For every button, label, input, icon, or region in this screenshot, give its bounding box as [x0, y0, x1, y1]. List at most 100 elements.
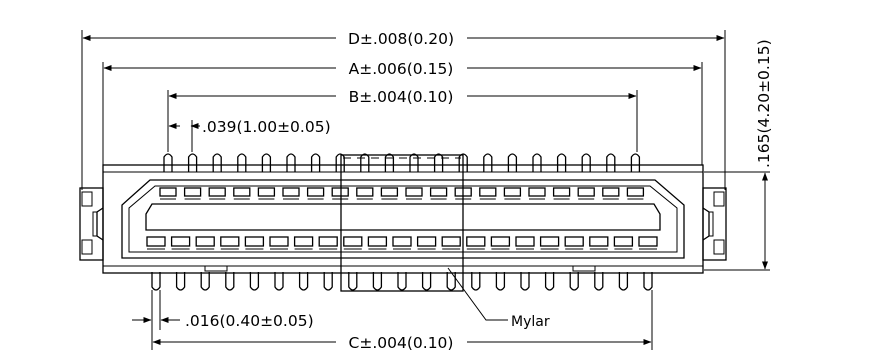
bottom-contact — [195, 236, 215, 250]
bottom-contact — [146, 236, 166, 250]
bottom-contact — [638, 236, 658, 250]
right-latch — [702, 187, 727, 261]
bottom-contact — [466, 236, 486, 250]
bottom-contact — [416, 236, 437, 250]
bottom-contact — [392, 236, 412, 250]
lower-pins — [151, 272, 653, 291]
bottom-tab-right — [572, 265, 596, 272]
lower-pin — [569, 272, 579, 291]
top-contact — [183, 187, 202, 200]
upper-pin — [556, 153, 567, 172]
lower-pin — [298, 272, 309, 291]
lower-pin — [249, 272, 260, 291]
connector-housing — [102, 164, 704, 274]
top-contact — [503, 187, 522, 200]
top-contact — [380, 187, 399, 200]
lower-pin — [397, 272, 407, 291]
top-contact — [528, 187, 546, 200]
upper-pin — [360, 153, 370, 172]
bottom-contact — [589, 236, 609, 250]
top-contact — [626, 187, 645, 200]
upper-pin — [433, 153, 444, 172]
lower-pin — [643, 272, 653, 291]
label-a: A±.006(0.15) — [349, 60, 454, 78]
mylar-film — [340, 154, 464, 292]
upper-pin — [261, 153, 272, 172]
top-contact — [552, 187, 571, 200]
label-pin-width: .016(0.40±0.05) — [185, 312, 314, 330]
upper-pin — [237, 153, 247, 172]
upper-pin — [384, 153, 395, 172]
lower-pin — [544, 272, 555, 291]
top-contact — [331, 187, 349, 200]
lower-pin — [421, 272, 432, 291]
label-mylar: Mylar — [511, 314, 550, 330]
mylar-leader-line — [447, 267, 508, 321]
bottom-contact-row — [146, 236, 658, 250]
bottom-contact — [539, 236, 560, 250]
left-latch — [79, 187, 104, 261]
bottom-tab-left — [204, 265, 228, 272]
bottom-contact — [441, 236, 461, 250]
label-d: D±.008(0.20) — [348, 30, 454, 48]
upper-pin — [212, 153, 222, 172]
bottom-contact — [367, 236, 388, 250]
label-c: C±.004(0.10) — [349, 334, 454, 352]
lower-pin — [495, 272, 506, 291]
bottom-contact — [269, 236, 289, 250]
lower-pin — [323, 272, 333, 291]
bottom-contact — [490, 236, 511, 250]
lower-pin — [200, 272, 210, 291]
upper-pin — [581, 153, 591, 172]
lower-pin — [274, 272, 284, 291]
label-pitch: .039(1.00±0.05) — [202, 118, 331, 136]
top-contact — [257, 187, 276, 200]
upper-pin — [483, 153, 493, 172]
bottom-contact — [244, 236, 265, 250]
bottom-contact — [343, 236, 363, 250]
extension-lines — [81, 30, 770, 350]
top-contact — [306, 187, 325, 200]
lower-pin — [446, 272, 456, 291]
lower-pin — [175, 272, 186, 291]
top-contact — [602, 187, 620, 200]
top-contact — [208, 187, 226, 200]
lower-pin — [372, 272, 383, 291]
upper-pin — [532, 153, 542, 172]
bottom-contact — [170, 236, 191, 250]
bottom-contact — [515, 236, 535, 250]
top-contact — [282, 187, 300, 200]
lower-pin — [594, 272, 604, 291]
upper-pins — [163, 153, 641, 172]
lower-pin — [225, 272, 235, 291]
top-contact — [233, 187, 251, 200]
lower-pin — [348, 272, 358, 291]
upper-pin — [310, 153, 321, 172]
bottom-contact — [318, 236, 338, 250]
top-contact — [429, 187, 448, 200]
bottom-contact — [220, 236, 240, 250]
upper-pin — [458, 153, 468, 172]
upper-pin — [630, 153, 641, 172]
upper-pin — [335, 153, 345, 172]
top-contact-row — [159, 187, 645, 200]
bottom-contact — [613, 236, 634, 250]
top-contact — [577, 187, 595, 200]
bottom-contact — [564, 236, 584, 250]
upper-pin — [507, 153, 518, 172]
top-contact — [405, 187, 423, 200]
top-contact — [159, 187, 177, 200]
upper-pin — [163, 153, 173, 172]
lower-pin — [471, 272, 481, 291]
lower-pin — [151, 272, 161, 291]
top-contact — [479, 187, 497, 200]
upper-pin — [187, 153, 198, 172]
upper-pin — [409, 153, 419, 172]
label-height: .165(4.20±0.15) — [755, 39, 773, 168]
upper-pin — [286, 153, 296, 172]
lower-pin — [618, 272, 629, 291]
top-contact — [356, 187, 374, 200]
label-b: B±.004(0.10) — [349, 88, 454, 106]
upper-pin — [606, 153, 616, 172]
